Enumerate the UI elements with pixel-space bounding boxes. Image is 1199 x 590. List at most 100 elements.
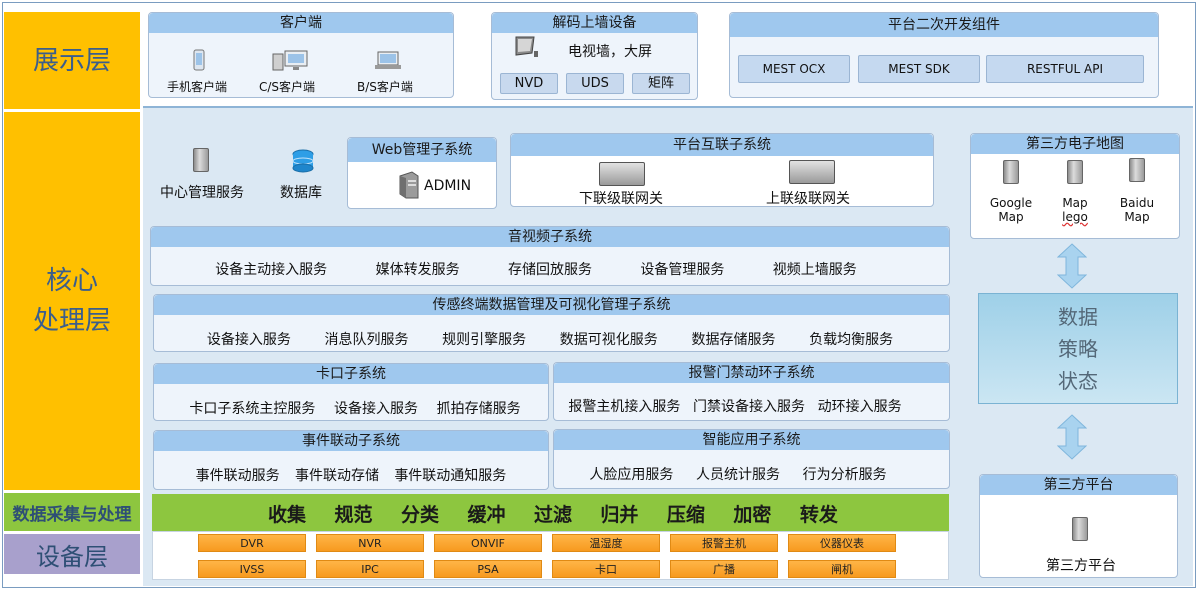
- sensor-service: 负载均衡服务: [809, 332, 894, 348]
- upper-gateway-label: 上联级联网关: [766, 191, 850, 207]
- mobile-phone-icon: [193, 49, 205, 75]
- device-chip: 广播: [670, 560, 778, 578]
- checkpoint-subsystem-title: 卡口子系统: [154, 364, 548, 384]
- av-service: 存储回放服务: [507, 262, 592, 278]
- device-chip: DVR: [198, 534, 306, 552]
- client-box: 客户端 手机客户端 C/S客户端 B/S客户端: [148, 12, 454, 98]
- collect-op: 归并: [600, 504, 639, 526]
- data-policy-line: 策略: [1058, 336, 1098, 361]
- sensor-service: 规则引擎服务: [442, 332, 527, 348]
- checkpoint-subsystem-box: 卡口子系统 卡口子系统主控服务 设备接入服务 抓拍存储服务: [153, 363, 549, 421]
- checkpoint-service: 抓拍存储服务: [436, 401, 521, 417]
- client-item: 手机客户端: [167, 80, 228, 94]
- platform-dev-box: 平台二次开发组件 MEST OCX MEST SDK RESTFUL API: [729, 12, 1159, 98]
- tv-wall-label: 电视墙，大屏: [568, 44, 652, 60]
- third-party-platform-label: 第三方平台: [1046, 558, 1116, 574]
- av-subsystem-box: 音视频子系统 设备主动接入服务 媒体转发服务 存储回放服务 设备管理服务 视频上…: [150, 226, 950, 286]
- collect-op: 规范: [334, 504, 373, 526]
- checkpoint-service: 卡口子系统主控服务: [189, 401, 316, 417]
- event-service: 事件联动服务: [195, 468, 280, 484]
- decode-chip-matrix: 矩阵: [632, 73, 690, 94]
- collect-op: 缓冲: [467, 504, 506, 526]
- collect-op-list: 收集 规范 分类 缓冲 过滤 归并 压缩 加密 转发: [268, 500, 838, 527]
- collect-op: 压缩: [666, 504, 705, 526]
- upper-gateway-icon: [789, 160, 835, 184]
- event-subsystem-title: 事件联动子系统: [154, 431, 548, 451]
- decode-box: 解码上墙设备 电视墙，大屏 NVD UDS 矩阵: [491, 12, 698, 100]
- client-item: B/S客户端: [357, 80, 413, 94]
- double-arrow-icon: [1056, 414, 1088, 464]
- collect-op: 收集: [268, 504, 307, 526]
- lower-gateway-icon: [599, 162, 645, 186]
- collect-bar: 收集 规范 分类 缓冲 过滤 归并 压缩 加密 转发: [152, 494, 949, 531]
- web-management-title: Web管理子系统: [348, 138, 496, 162]
- display-layer-label: 展示层: [4, 12, 140, 109]
- client-item: C/S客户端: [259, 80, 316, 94]
- third-party-platform-title: 第三方平台: [980, 475, 1177, 495]
- alarm-service-list: 报警主机接入服务 门禁设备接入服务 动环接入服务: [562, 396, 908, 416]
- third-party-platform-box: 第三方平台 第三方平台: [979, 474, 1178, 578]
- third-party-map-title: 第三方电子地图: [971, 134, 1179, 154]
- data-policy-line: 状态: [1058, 368, 1098, 393]
- platform-dev-title: 平台二次开发组件: [730, 13, 1158, 37]
- lower-gateway-label: 下联级联网关: [579, 191, 663, 207]
- desktop-client-icon: [271, 50, 311, 76]
- event-service-list: 事件联动服务 事件联动存储 事件联动通知服务: [188, 465, 514, 485]
- event-service: 事件联动通知服务: [394, 468, 507, 484]
- device-chip: IPC: [316, 560, 424, 578]
- sensor-service: 设备接入服务: [206, 332, 291, 348]
- av-service: 设备主动接入服务: [215, 262, 328, 278]
- map-server-icon: [1129, 158, 1145, 182]
- double-arrow-icon: [1056, 243, 1088, 293]
- sensor-subsystem-box: 传感终端数据管理及可视化管理子系统 设备接入服务 消息队列服务 规则引擎服务 数…: [153, 294, 950, 352]
- device-chip: ONVIF: [434, 534, 542, 552]
- device-chip: 闸机: [788, 560, 896, 578]
- smart-subsystem-box: 智能应用子系统 人脸应用服务 人员统计服务 行为分析服务: [553, 429, 950, 489]
- database-icon: [291, 149, 315, 177]
- layer-divider: [143, 106, 1193, 108]
- event-subsystem-box: 事件联动子系统 事件联动服务 事件联动存储 事件联动通知服务: [153, 430, 549, 490]
- admin-server-icon: [398, 170, 420, 204]
- device-chip: 仪器仪表: [788, 534, 896, 552]
- device-chip: 温湿度: [552, 534, 660, 552]
- decode-title: 解码上墙设备: [492, 13, 697, 33]
- device-chip: PSA: [434, 560, 542, 578]
- av-service: 设备管理服务: [640, 262, 725, 278]
- checkpoint-service-list: 卡口子系统主控服务 设备接入服务 抓拍存储服务: [180, 398, 530, 418]
- center-server-icon: [193, 148, 209, 172]
- decode-chip-uds: UDS: [566, 73, 624, 94]
- web-management-box: Web管理子系统 ADMIN: [347, 137, 497, 209]
- device-chip: NVR: [316, 534, 424, 552]
- smart-subsystem-title: 智能应用子系统: [554, 430, 949, 450]
- map-server-icon: [1067, 160, 1083, 184]
- smart-service-list: 人脸应用服务 人员统计服务 行为分析服务: [578, 464, 898, 484]
- client-title: 客户端: [149, 13, 453, 33]
- device-chip: 卡口: [552, 560, 660, 578]
- collect-layer-label: 数据采集与处理: [4, 493, 140, 531]
- sensor-service: 消息队列服务: [324, 332, 409, 348]
- alarm-service: 报警主机接入服务: [568, 399, 681, 415]
- device-chip: IVSS: [198, 560, 306, 578]
- collect-op: 转发: [799, 504, 838, 526]
- interconnect-title: 平台互联子系统: [511, 134, 933, 156]
- data-policy-line: 数据: [1058, 304, 1098, 329]
- decode-chip-nvd: NVD: [500, 73, 558, 94]
- smart-service: 人员统计服务: [695, 467, 780, 483]
- platform-dev-chip: MEST OCX: [738, 55, 850, 83]
- laptop-icon: [374, 51, 402, 75]
- smart-service: 行为分析服务: [802, 467, 887, 483]
- av-service: 视频上墙服务: [772, 262, 857, 278]
- device-chip: 报警主机: [670, 534, 778, 552]
- smart-service: 人脸应用服务: [589, 467, 674, 483]
- checkpoint-service: 设备接入服务: [333, 401, 418, 417]
- alarm-service: 动环接入服务: [817, 399, 902, 415]
- platform-dev-chip: RESTFUL API: [986, 55, 1144, 83]
- av-subsystem-title: 音视频子系统: [151, 227, 949, 247]
- interconnect-box: 平台互联子系统 下联级联网关 上联级联网关: [510, 133, 934, 207]
- av-service: 媒体转发服务: [375, 262, 460, 278]
- tv-wall-icon: [514, 35, 540, 63]
- center-management-label: 中心管理服务: [160, 185, 244, 201]
